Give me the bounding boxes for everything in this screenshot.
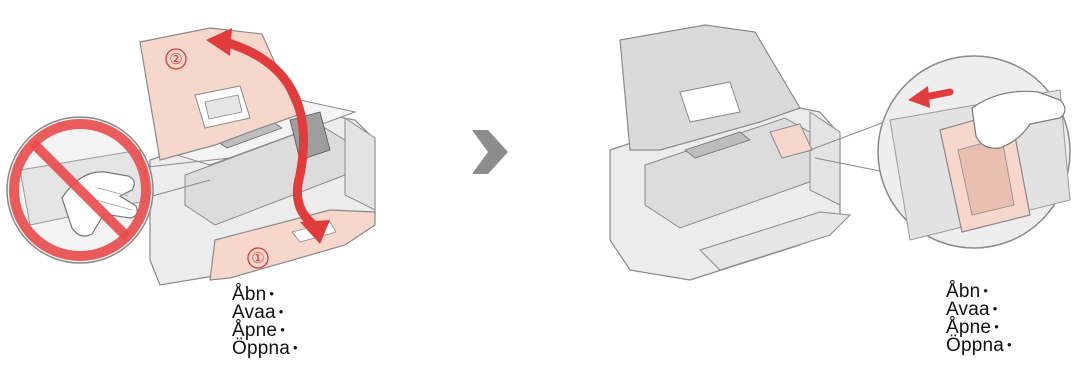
prohibited-icon	[7, 117, 153, 263]
step-marker-2-label: ②	[169, 51, 182, 68]
caption-line: Öppna•	[946, 337, 1012, 355]
step-marker-1: ①	[248, 248, 268, 268]
step-marker-1-label: ①	[251, 250, 264, 267]
right-arrow-icon	[470, 122, 510, 182]
printer-illustration	[610, 25, 850, 280]
magnifier-callout	[878, 56, 1070, 248]
step-marker-2: ②	[166, 49, 186, 69]
step-open-printer-illustration: ② ①	[0, 0, 380, 383]
caption-open-left: Åbn• Avaa• Åpne• Öppna•	[232, 286, 298, 358]
caption-line: Öppna•	[232, 340, 298, 358]
caption-open-right: Åbn• Avaa• Åpne• Öppna•	[946, 283, 1012, 355]
